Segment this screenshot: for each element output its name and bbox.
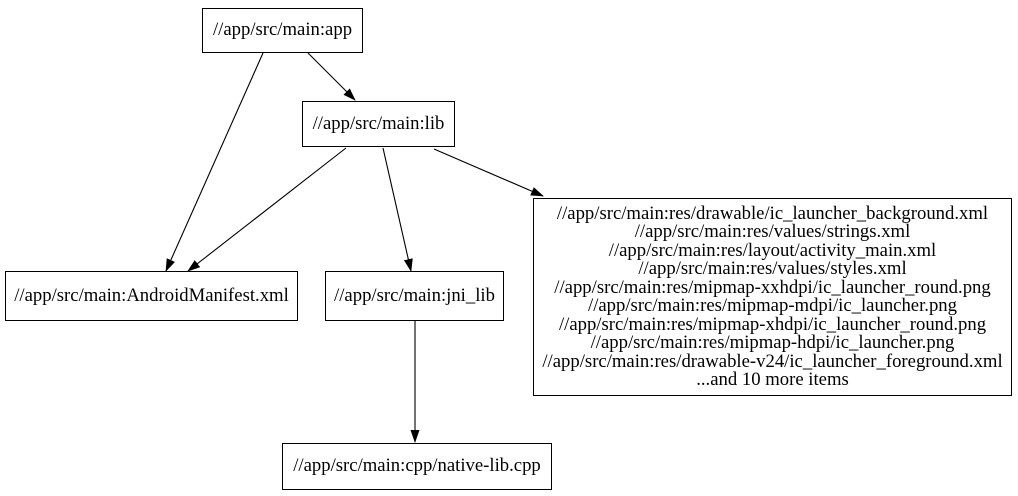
- res-group-line: //app/src/main:res/values/strings.xml: [634, 221, 911, 242]
- res-group-line: //app/src/main:res/mipmap-mdpi/ic_launch…: [588, 295, 957, 316]
- res-group-more-items: ...and 10 more items: [696, 369, 849, 390]
- node-jni-lib: //app/src/main:jni_lib: [325, 271, 504, 321]
- node-res-group: //app/src/main:res/drawable/ic_launcher_…: [533, 198, 1012, 396]
- node-native-lib-cpp-label: //app/src/main:cpp/native-lib.cpp: [293, 455, 541, 477]
- edge-app-to-manifest: [165, 52, 264, 272]
- node-app-label: //app/src/main:app: [212, 19, 353, 41]
- res-group-line: //app/src/main:res/mipmap-hdpi/ic_launch…: [590, 332, 955, 353]
- edge-lib-to-manifest: [187, 147, 347, 272]
- node-native-lib-cpp: //app/src/main:cpp/native-lib.cpp: [282, 443, 552, 490]
- res-group-line: //app/src/main:res/mipmap-xxhdpi/ic_laun…: [554, 276, 991, 298]
- res-group-line: //app/src/main:res/layout/activity_main.…: [608, 239, 937, 261]
- node-lib-label: //app/src/main:lib: [312, 112, 445, 134]
- res-group-line: //app/src/main:res/drawable/ic_launcher_…: [556, 202, 989, 224]
- node-jni-lib-label: //app/src/main:jni_lib: [334, 284, 495, 306]
- res-group-line: //app/src/main:res/drawable-v24/ic_launc…: [542, 350, 1003, 372]
- edge-lib-to-jni-lib: [382, 147, 413, 272]
- node-lib: //app/src/main:lib: [302, 101, 455, 147]
- res-group-line: //app/src/main:res/mipmap-xhdpi/ic_launc…: [558, 313, 987, 335]
- node-android-manifest: //app/src/main:AndroidManifest.xml: [5, 271, 298, 321]
- node-android-manifest-label: //app/src/main:AndroidManifest.xml: [14, 284, 289, 306]
- node-app: //app/src/main:app: [202, 8, 363, 53]
- edge-app-to-lib: [307, 52, 356, 101]
- edge-lib-to-res-group: [433, 148, 544, 197]
- res-group-line: //app/src/main:res/values/styles.xml: [638, 258, 907, 279]
